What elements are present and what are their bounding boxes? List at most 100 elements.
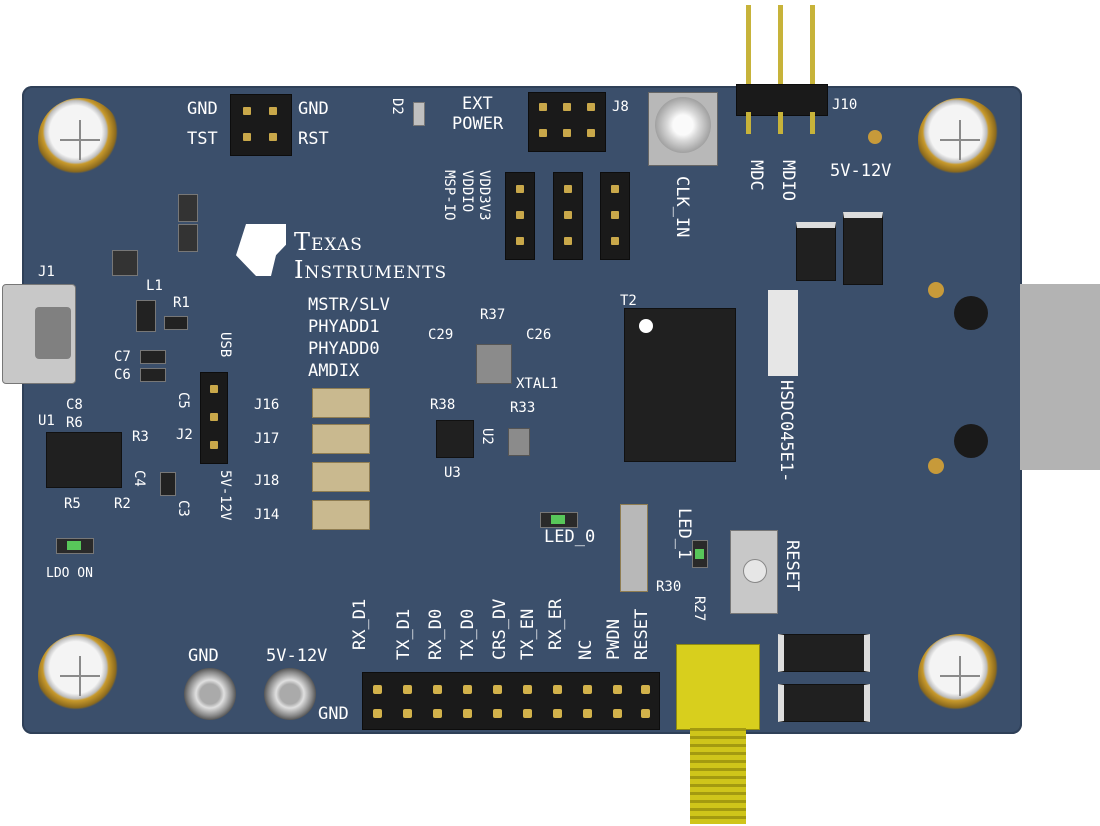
label-j14: J14 xyxy=(254,507,280,523)
pin-label-rx-d1: RX_D1 xyxy=(350,598,370,650)
label-j8: J8 xyxy=(612,99,629,115)
label-led-0: LED_0 xyxy=(544,527,596,547)
pin-label-tx-d1: TX_D1 xyxy=(394,608,414,660)
jumper-j14[interactable] xyxy=(312,500,370,530)
mounting-hole-top-left xyxy=(38,98,122,182)
pin-label-nc: NC xyxy=(576,639,596,660)
led-select-header[interactable] xyxy=(620,504,648,592)
label-led-1: LED_1 xyxy=(674,508,694,560)
label-c7: C7 xyxy=(114,349,131,365)
pin-j10-2 xyxy=(778,5,783,85)
pin-label-crs-dv: CRS_DV xyxy=(490,598,510,660)
label-mstr-slv: MSTR/SLV xyxy=(308,295,390,315)
label-c6: C6 xyxy=(114,367,131,383)
via-top-right xyxy=(868,130,882,144)
jumper-header-vdd3v3[interactable] xyxy=(553,172,583,260)
ic-u1 xyxy=(46,432,122,488)
label-l1: L1 xyxy=(146,278,163,294)
label-j10: J10 xyxy=(832,97,858,113)
label-t2: T2 xyxy=(620,293,637,309)
pin-label-rx-er: RX_ER xyxy=(546,598,566,650)
capacitor-top-2 xyxy=(178,224,198,252)
jumper-j16[interactable] xyxy=(312,388,370,418)
jumper-header-vddio[interactable] xyxy=(505,172,535,260)
label-u1: U1 xyxy=(38,413,55,429)
label-vddio: VDDIO xyxy=(459,170,475,213)
label-u2: U2 xyxy=(479,428,495,445)
silk-box-hsdc xyxy=(768,290,798,376)
reset-button[interactable] xyxy=(730,530,778,614)
label-r2: R2 xyxy=(114,496,131,512)
label-c5: C5 xyxy=(175,392,191,409)
label-c4: C4 xyxy=(131,470,147,487)
pin-label-reset: RESET xyxy=(632,608,652,660)
label-gnd-bottom: GND xyxy=(188,646,219,666)
led-ldo-on xyxy=(56,538,94,554)
component-l1-area xyxy=(112,250,138,276)
pin-label-tx-d0: TX_D0 xyxy=(458,608,478,660)
pin-label-tx-en: TX_EN xyxy=(518,608,538,660)
gnd-test-post[interactable] xyxy=(184,668,236,720)
jumper-header-msp-io[interactable] xyxy=(600,172,630,260)
rj45-peg-top xyxy=(954,296,988,330)
rj45-pad-top xyxy=(928,282,944,298)
label-5v-12v-bottom: 5V-12V xyxy=(266,646,328,666)
capacitor-top-1 xyxy=(178,194,198,222)
label-gnd-top-left: GND xyxy=(187,99,218,119)
label-phyadd0: PHYADD0 xyxy=(308,339,380,359)
label-u3: U3 xyxy=(444,465,461,481)
led-d2 xyxy=(413,102,425,126)
label-r3: R3 xyxy=(132,429,149,445)
power-test-post[interactable] xyxy=(264,668,316,720)
inductor-top-left xyxy=(796,222,836,281)
phy-ic-u3 xyxy=(436,420,474,458)
rj45-connector[interactable] xyxy=(1020,284,1100,470)
label-5v-12v-top: 5V-12V xyxy=(830,161,892,181)
label-r5: R5 xyxy=(64,496,81,512)
mounting-hole-top-right xyxy=(918,98,1002,182)
ic-u2 xyxy=(508,428,530,456)
ext-power-header-j8[interactable] xyxy=(528,92,606,152)
label-ext: EXT xyxy=(462,94,493,114)
usb-connector-j1[interactable] xyxy=(2,284,76,384)
label-hsdc045e1: HSDC045E1- xyxy=(776,380,796,483)
tst-rst-header[interactable] xyxy=(230,94,292,156)
inductor-top-right xyxy=(843,212,883,285)
label-xtal1: XTAL1 xyxy=(516,376,559,392)
mounting-hole-bottom-right xyxy=(918,634,1002,718)
label-j18: J18 xyxy=(254,473,280,489)
pin-j10-3 xyxy=(810,5,815,85)
label-r6: R6 xyxy=(66,415,83,431)
power-select-header-j2[interactable] xyxy=(200,372,228,464)
label-phyadd1: PHYADD1 xyxy=(308,317,380,337)
mdio-header-j10[interactable] xyxy=(736,84,828,116)
mounting-hole-bottom-left xyxy=(38,634,122,718)
label-c3: C3 xyxy=(175,500,191,517)
label-ldo-on: LDO ON xyxy=(46,566,93,581)
rj45-pad-bottom xyxy=(928,458,944,474)
label-mdc: MDC xyxy=(746,160,766,191)
label-vdd3v3: VDD3V3 xyxy=(476,170,492,221)
pin-label-rx-d0: RX_D0 xyxy=(426,608,446,660)
inductor-bottom-2 xyxy=(778,684,870,722)
sma-connector-body[interactable] xyxy=(676,644,760,730)
label-j17: J17 xyxy=(254,431,280,447)
label-j16: J16 xyxy=(254,397,280,413)
label-5v-12v-j2: 5V-12V xyxy=(217,470,233,521)
label-mdio: MDIO xyxy=(778,160,798,201)
jumper-j18[interactable] xyxy=(312,462,370,492)
crystal-xtal1 xyxy=(476,344,512,384)
signal-header-2x10[interactable] xyxy=(362,672,660,730)
label-r30: R30 xyxy=(656,579,682,595)
sma-connector-barrel[interactable] xyxy=(690,728,746,824)
label-power: POWER xyxy=(452,114,504,134)
label-tst: TST xyxy=(187,129,218,149)
label-msp-io: MSP-IO xyxy=(441,170,457,221)
clk-in-connector[interactable] xyxy=(648,92,718,166)
label-r27: R27 xyxy=(691,596,707,622)
jumper-j17[interactable] xyxy=(312,424,370,454)
capacitor-c7 xyxy=(140,350,166,364)
label-gnd-header: GND xyxy=(318,704,349,724)
label-d2: D2 xyxy=(389,98,405,115)
label-clk-in: CLK_IN xyxy=(672,176,692,238)
